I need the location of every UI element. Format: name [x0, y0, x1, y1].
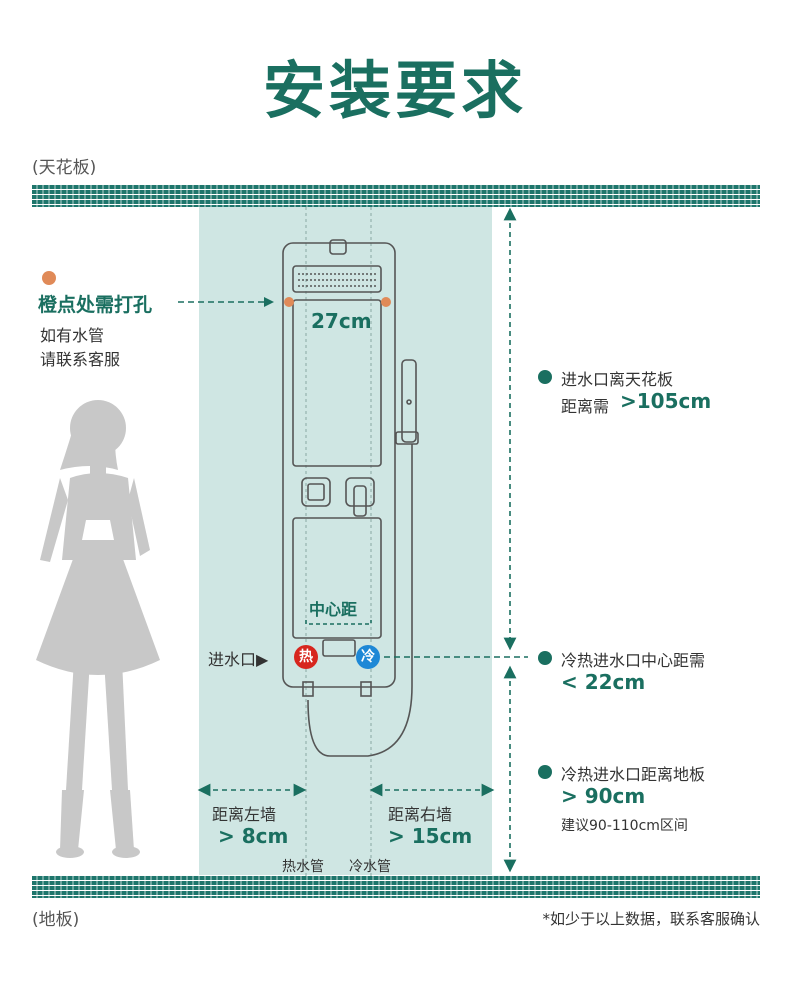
center-note-value: < 22cm	[561, 670, 646, 694]
floor-note-line1: 冷热进水口距离地板	[561, 765, 706, 784]
drill-line1: 如有水管	[40, 326, 105, 345]
right-wall-label: 距离右墙	[388, 805, 453, 824]
inlet-label: 进水口▶	[208, 650, 269, 669]
ceiling-note-value: >105cm	[620, 389, 712, 413]
hot-pipe-label: 热水管	[282, 859, 324, 875]
left-wall-label: 距离左墙	[212, 805, 277, 824]
person-silhouette	[36, 400, 160, 858]
ceiling-note-prefix: 距离需	[561, 397, 610, 416]
floor-note-value: > 90cm	[561, 784, 646, 808]
cold-inlet-badge: 冷	[356, 645, 380, 669]
floor-label: (地板)	[32, 910, 80, 930]
footnote: *如少于以上数据，联系客服确认	[542, 910, 760, 928]
page-title: 安装要求	[262, 54, 527, 127]
center-distance-label: 中心距	[309, 600, 358, 619]
ceiling-label: (天花板)	[32, 158, 97, 178]
cold-pipe-label: 冷水管	[349, 859, 391, 875]
shower-panel	[282, 239, 419, 757]
right-wall-value: > 15cm	[388, 824, 473, 848]
drill-dot-legend	[42, 271, 56, 285]
drill-heading: 橙点处需打孔	[38, 294, 153, 316]
center-note-dot	[538, 651, 552, 665]
installation-zone	[199, 207, 492, 875]
floor-note-dot	[538, 765, 552, 779]
hot-inlet-badge: 热	[294, 645, 318, 669]
ceiling-band	[32, 185, 760, 207]
drill-line2: 请联系客服	[40, 350, 121, 369]
left-wall-value: > 8cm	[218, 824, 289, 848]
center-note-line1: 冷热进水口中心距需	[561, 651, 706, 670]
panel-width-label: 27cm	[311, 309, 372, 333]
ceiling-note-dot	[538, 370, 552, 384]
ceiling-note-line1: 进水口离天花板	[561, 370, 674, 389]
floor-note-hint: 建议90-110cm区间	[561, 818, 688, 834]
floor-band	[32, 876, 760, 898]
